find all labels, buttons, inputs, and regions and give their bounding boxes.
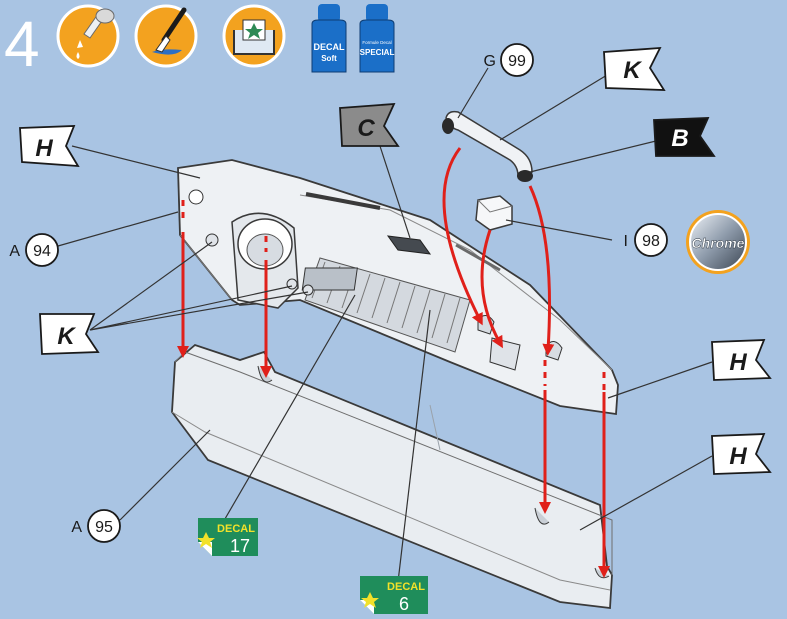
- part-g-number: 99: [508, 53, 526, 70]
- paint-flag-c-label: C: [357, 115, 375, 142]
- decal-special-bottle-icon: Formule Decal SPECIAL: [360, 4, 395, 72]
- part-a94-number: 94: [33, 243, 51, 260]
- decal-soft-line2: Soft: [321, 54, 337, 63]
- part-i98-chrome-block: [476, 196, 512, 230]
- decal-6-number: 6: [399, 594, 409, 614]
- step-number: 4: [4, 8, 40, 80]
- decal-6-label: DECAL: [387, 581, 425, 593]
- decal-badge-17: DECAL 17: [197, 518, 258, 556]
- part-callout-a95: A 95: [71, 510, 120, 542]
- glue-icon: [58, 6, 118, 66]
- paint-flag-h-right-mid: H: [712, 340, 770, 380]
- paint-flag-k-left-label: K: [57, 323, 76, 350]
- part-callout-g99: G 99: [484, 44, 533, 76]
- chrome-badge-label: Chrome: [692, 235, 745, 251]
- part-callout-i98: I 98: [624, 224, 667, 256]
- part-a95-number: 95: [95, 519, 113, 536]
- paint-flag-h-right-low: H: [712, 434, 770, 474]
- decal-special-line2: SPECIAL: [360, 48, 395, 57]
- paint-brush-icon: [136, 6, 196, 66]
- paint-flag-c: C: [340, 104, 398, 146]
- part-g99-steering-column: [442, 112, 533, 182]
- paint-flag-k-top: K: [604, 48, 664, 90]
- decal-badge-6: DECAL 6: [360, 576, 428, 614]
- paint-flag-k-top-label: K: [623, 57, 642, 84]
- paint-flag-b: B: [654, 118, 714, 156]
- decal-soft-bottle-icon: DECAL Soft: [312, 4, 346, 72]
- part-a95-letter: A: [71, 519, 82, 536]
- part-a94-letter: A: [9, 243, 20, 260]
- part-i-letter: I: [624, 233, 628, 250]
- chrome-finish-badge: Chrome: [686, 210, 750, 274]
- decal-soft-line1: DECAL: [314, 42, 346, 52]
- part-callout-a94: A 94: [9, 234, 58, 266]
- paint-flag-h-right-mid-label: H: [729, 349, 747, 376]
- paint-flag-k-left: K: [40, 314, 98, 354]
- decal-17-number: 17: [230, 536, 250, 556]
- paint-flag-h-top-left-label: H: [35, 135, 53, 162]
- paint-flag-h-right-low-label: H: [729, 443, 747, 470]
- paint-flag-b-label: B: [671, 125, 688, 152]
- decal-special-line1: Formule Decal: [362, 40, 391, 45]
- part-i-number: 98: [642, 233, 660, 250]
- paint-flag-h-top-left: H: [20, 126, 78, 166]
- part-g-letter: G: [484, 53, 496, 70]
- decal-water-tray-icon: [224, 6, 284, 66]
- decal-17-label: DECAL: [217, 523, 255, 535]
